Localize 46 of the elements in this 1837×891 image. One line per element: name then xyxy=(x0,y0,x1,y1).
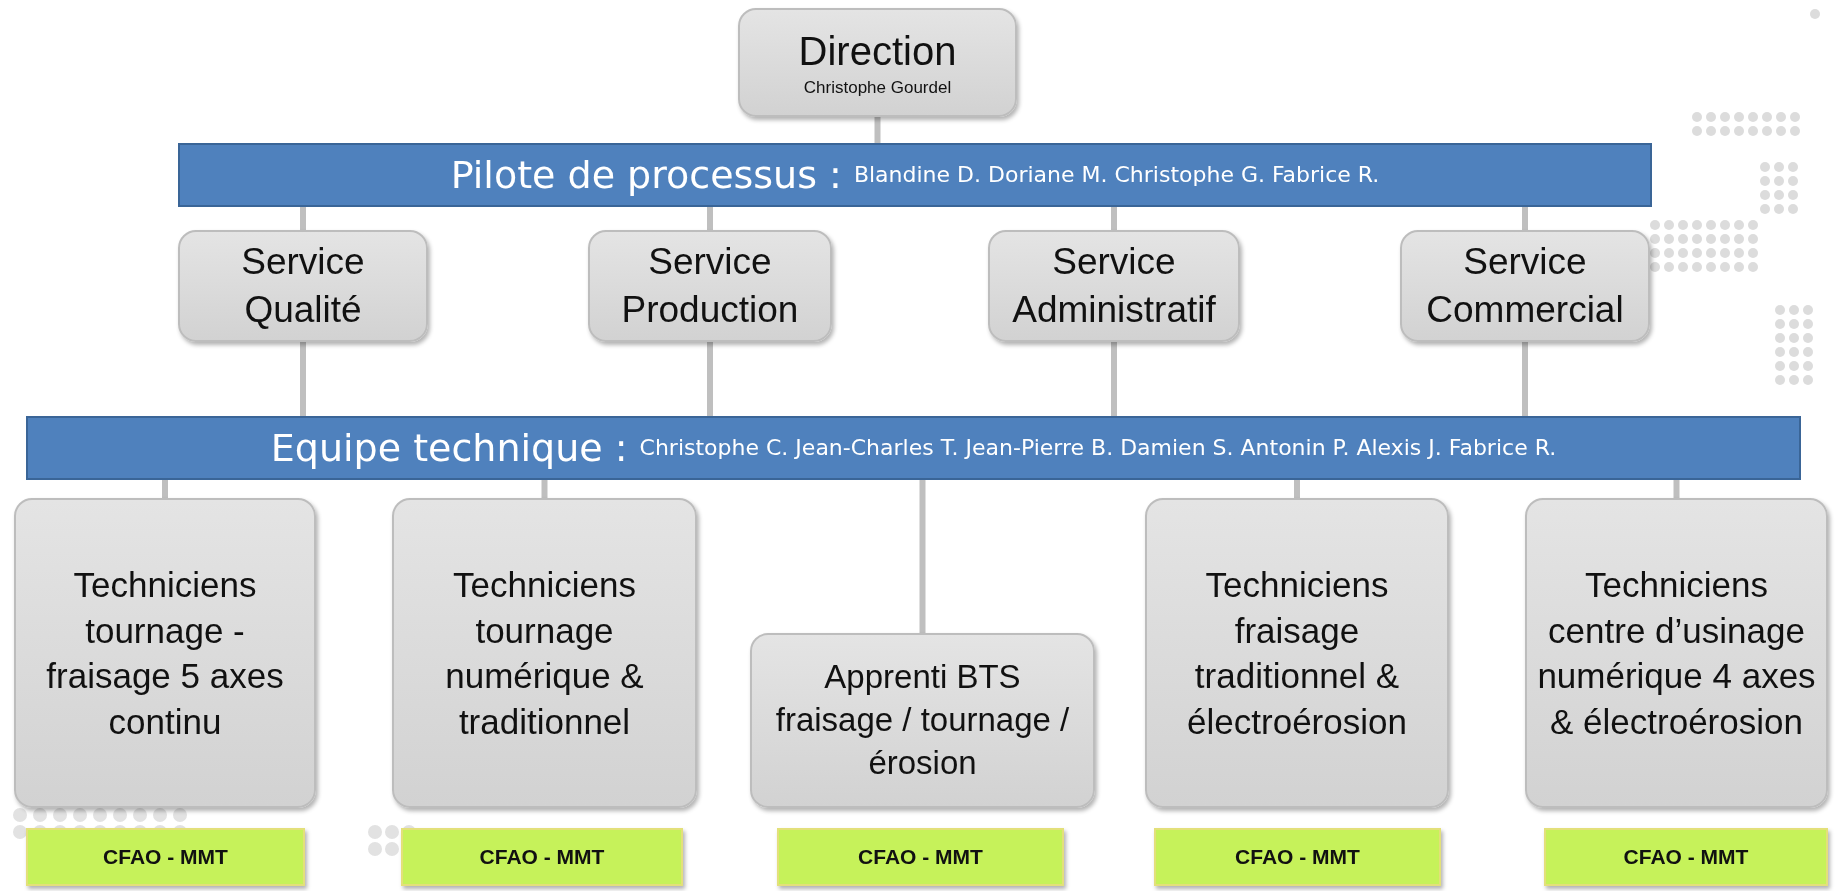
connector-line xyxy=(1673,480,1680,498)
connector-line xyxy=(300,342,306,416)
team-label: Apprenti BTS fraisage / tournage / érosion xyxy=(774,657,1071,783)
member-names: Christophe C. Jean-Charles T. Jean-Pierre B. Damien S. Antonin P. Alexis J. Fabrice R. xyxy=(639,437,1557,459)
connector-line xyxy=(300,207,306,230)
connector-line xyxy=(1522,342,1528,416)
team-box xyxy=(1145,498,1449,808)
team-box xyxy=(1525,498,1828,808)
connector-line xyxy=(1111,342,1117,416)
service-label: Service Production xyxy=(620,239,800,332)
team-label: Techniciens fraisage traditionnel & électroérosion xyxy=(1186,564,1408,743)
service-box xyxy=(588,230,832,342)
software-tag: CFAO - MMT xyxy=(777,828,1064,886)
team-box xyxy=(14,498,316,808)
service-box xyxy=(988,230,1240,342)
connector-line xyxy=(1522,207,1528,230)
service-box xyxy=(1400,230,1650,342)
connector-line xyxy=(707,207,713,230)
team-label: Techniciens centre d’usinage numérique 4 axes & électroérosion xyxy=(1536,564,1817,743)
team-label: Techniciens tournage - fraisage 5 axes continu xyxy=(45,564,285,743)
direction-box xyxy=(738,8,1017,117)
person-name: Christophe Gourdel xyxy=(802,77,953,100)
band-title: Pilote de processus : xyxy=(450,156,842,194)
service-box xyxy=(178,230,428,342)
team-box xyxy=(392,498,697,808)
team-band xyxy=(26,416,1801,480)
software-tag: CFAO - MMT xyxy=(401,828,683,886)
service-label: Service Commercial xyxy=(1425,239,1625,332)
service-label: Service Administratif xyxy=(1011,239,1217,332)
connector-line xyxy=(541,480,548,498)
connector-line xyxy=(1111,207,1117,230)
software-tag: CFAO - MMT xyxy=(26,828,305,886)
team-label: Techniciens tournage numérique & traditionnel xyxy=(444,564,645,743)
connector-line xyxy=(874,117,881,143)
band-title: Equipe technique : xyxy=(270,429,628,467)
connector-line xyxy=(162,480,168,498)
connector-line xyxy=(1294,480,1300,498)
team-band xyxy=(178,143,1652,207)
service-label: Service Qualité xyxy=(240,239,366,332)
software-tag: CFAO - MMT xyxy=(1544,828,1828,886)
connector-line xyxy=(919,480,926,633)
software-tag: CFAO - MMT xyxy=(1154,828,1441,886)
member-names: Blandine D. Doriane M. Christophe G. Fabrice R. xyxy=(853,164,1380,186)
connector-line xyxy=(707,342,713,416)
team-box xyxy=(750,633,1095,808)
box-title: Direction xyxy=(797,28,958,76)
